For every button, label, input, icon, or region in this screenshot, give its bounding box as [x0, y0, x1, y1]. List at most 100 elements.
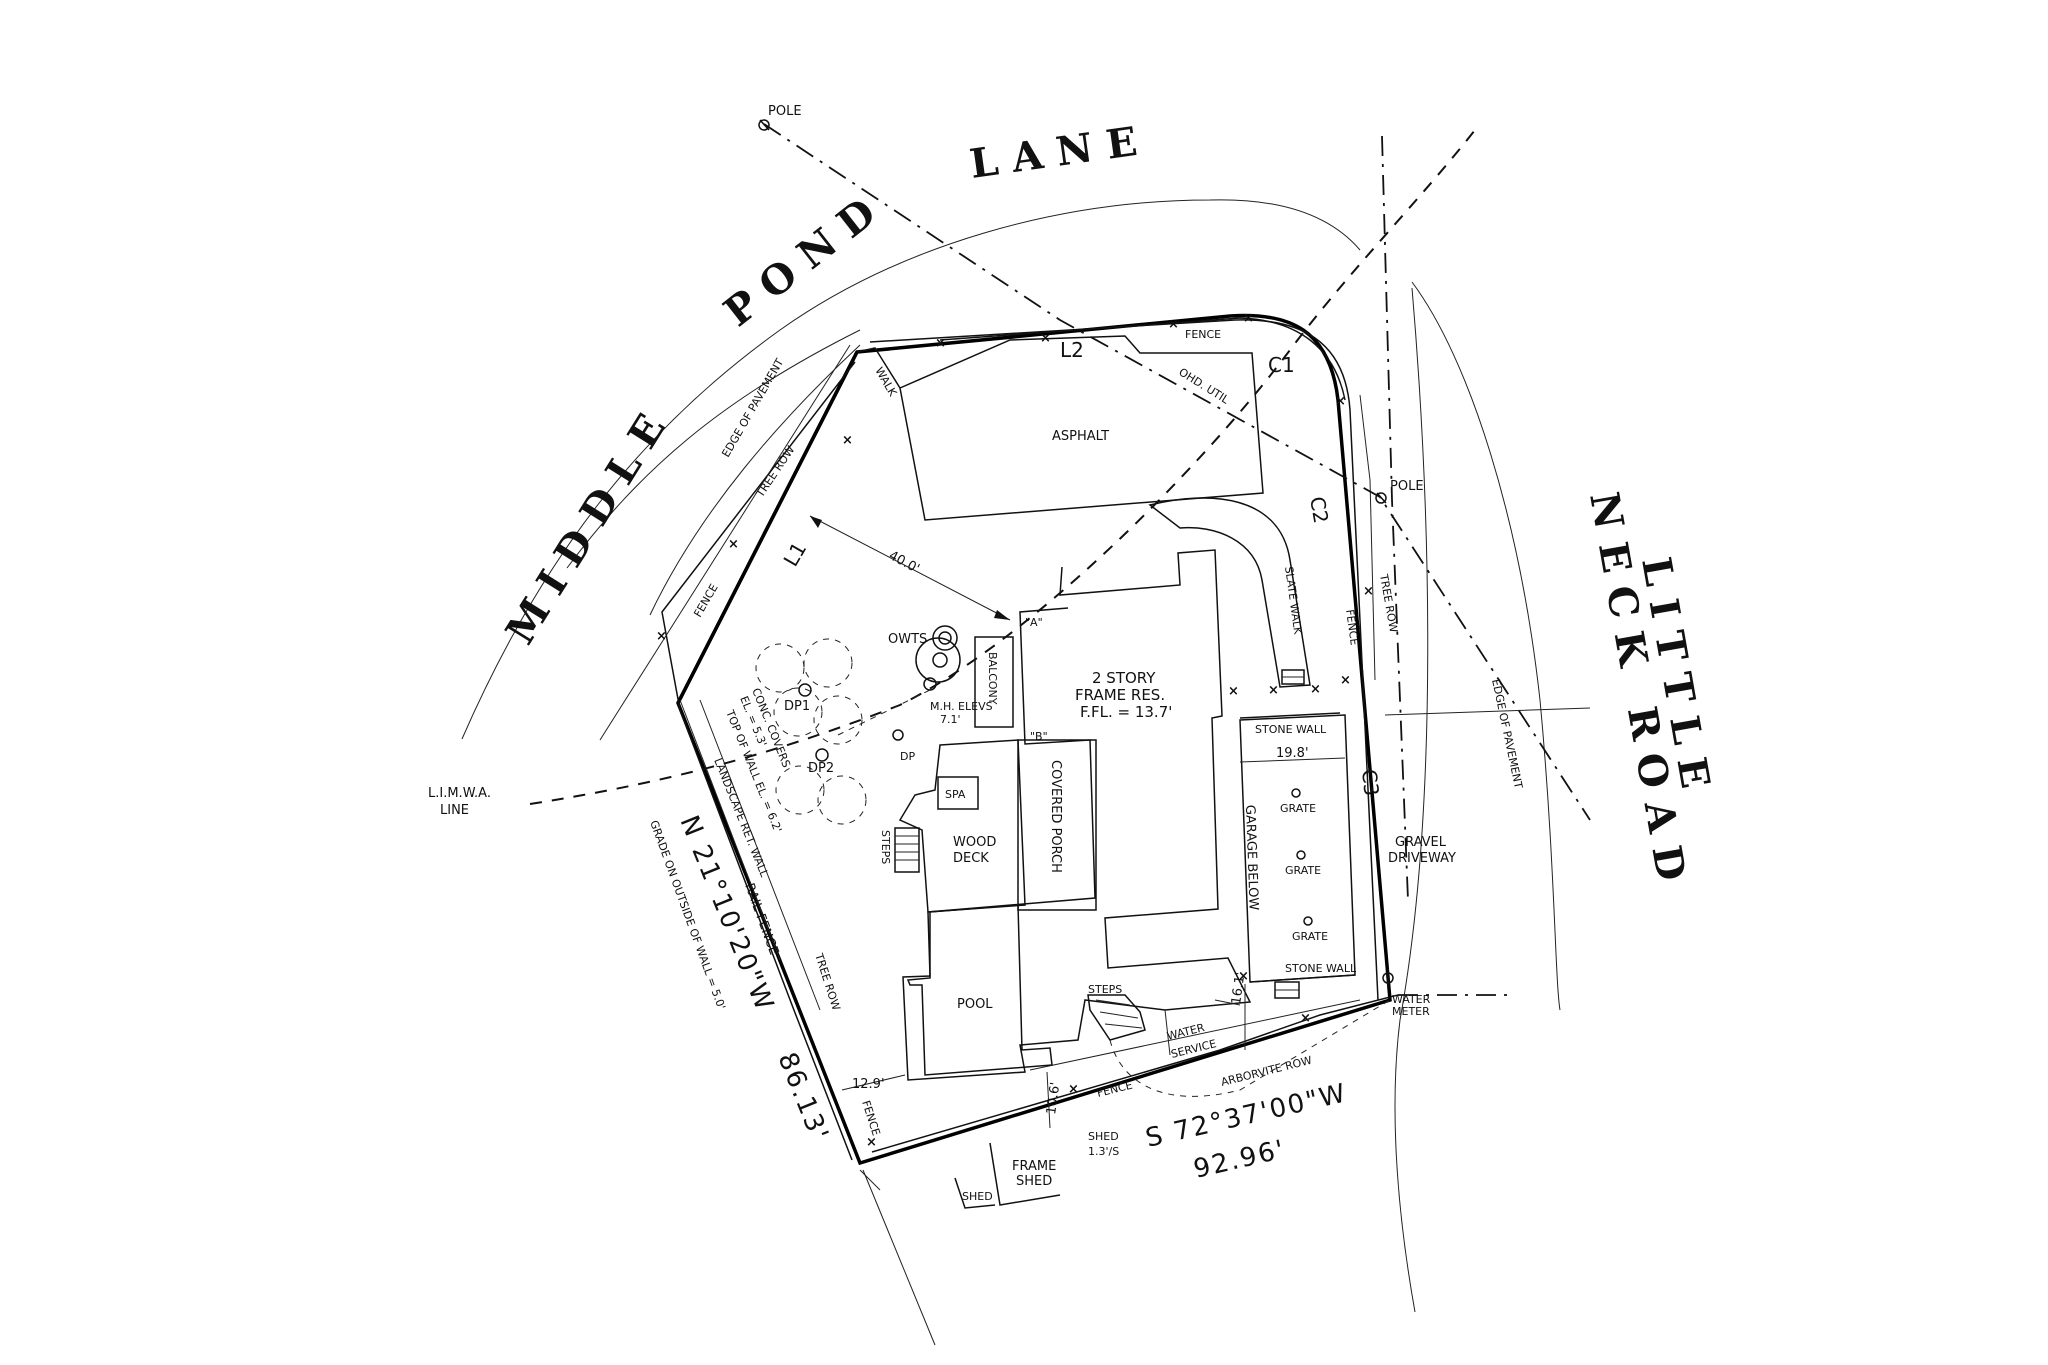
label-dp1: DP1 — [784, 699, 810, 714]
label-wood-deck-2: DECK — [953, 851, 989, 866]
label-deck-steps: STEPS — [879, 830, 892, 864]
label-frame-shed-1: FRAME — [1012, 1159, 1056, 1174]
label-balcony: BALCONY — [986, 652, 999, 705]
boundary-inner-offset — [869, 319, 1379, 1001]
middle-pond-lane-edge-pavement — [649, 344, 861, 616]
label-house-1: 2 STORY — [1092, 669, 1156, 687]
svg-text:×: × — [1238, 969, 1249, 984]
stone-wall-north — [1239, 712, 1341, 719]
label-limwa-2: LINE — [440, 803, 469, 818]
dim-12-9: 12.9' — [852, 1077, 885, 1092]
label-owts: OWTS — [888, 632, 927, 647]
label-frame-shed-2: SHED — [1016, 1174, 1052, 1189]
label-fence-south: FENCE — [1096, 1079, 1134, 1100]
water-meter-symbol — [1382, 969, 1394, 987]
course-l2: L2 — [1060, 338, 1084, 362]
frame-shed-outline — [989, 1142, 1061, 1206]
label-mh-2: 7.1' — [940, 713, 961, 726]
little-neck-road-east-edge — [1411, 281, 1561, 1011]
deck-steps — [894, 827, 920, 873]
garage-steps — [1274, 669, 1305, 999]
water-service-line — [1109, 999, 1391, 1097]
road-name-middle: MIDDLE — [497, 394, 683, 652]
asphalt-pad — [899, 335, 1264, 521]
walk-strip — [856, 347, 901, 389]
pool-outline — [906, 904, 1053, 1076]
label-tree-row-east: TREE ROW — [1377, 572, 1400, 633]
porch-steps — [1087, 994, 1146, 1041]
dim-setback-40: 40.0' — [886, 548, 922, 577]
slate-walk — [1148, 497, 1311, 688]
fence-south — [871, 994, 1399, 1153]
middle-pond-lane-edge-inner — [566, 329, 861, 569]
label-pool: POOL — [957, 997, 993, 1012]
fence-north — [939, 317, 1346, 401]
overhead-utility-line — [763, 123, 1591, 821]
svg-text:×: × — [1268, 683, 1279, 698]
svg-text:×: × — [1340, 673, 1351, 688]
label-asphalt: ASPHALT — [1052, 429, 1109, 444]
label-water-meter-1: WATER — [1392, 993, 1431, 1006]
boundary-l1 — [676, 351, 859, 704]
label-stone-wall-north: STONE WALL — [1255, 723, 1327, 736]
label-shed-offset-1: SHED — [1088, 1130, 1119, 1143]
grate-symbol-3 — [1303, 916, 1313, 926]
label-grate-2: GRATE — [1285, 864, 1321, 877]
grate-symbol-1 — [1291, 788, 1301, 798]
house-footprint — [902, 549, 1252, 1081]
grate-symbol-2 — [1296, 850, 1306, 860]
label-porch-steps: STEPS — [1088, 983, 1122, 996]
label-covered-porch: COVERED PORCH — [1048, 760, 1063, 873]
limwa-line — [529, 129, 1476, 805]
south-distance: 92.96' — [1191, 1135, 1289, 1185]
svg-text:×: × — [1228, 684, 1239, 699]
dim-19-8: 19.8' — [1276, 746, 1309, 761]
tree-canopies — [755, 638, 867, 825]
label-shed: SHED — [962, 1190, 993, 1203]
label-grate-3: GRATE — [1292, 930, 1328, 943]
svg-text:×: × — [866, 1135, 877, 1150]
stone-wall-south — [1249, 974, 1356, 983]
label-shed-offset-2: 1.3'/S — [1088, 1145, 1119, 1158]
label-stone-wall-south: STONE WALL — [1285, 962, 1357, 975]
svg-text:×: × — [1310, 682, 1321, 697]
label-water-service-1: WATER — [1166, 1021, 1207, 1043]
label-edge-of-pavement-west: EDGE OF PAVEMENT — [719, 356, 786, 459]
label-arborvite-row: ARBORVITE ROW — [1220, 1054, 1314, 1089]
label-garage-below: GARAGE BELOW — [1242, 805, 1261, 911]
shed-outline — [954, 1177, 996, 1209]
svg-text:×: × — [1300, 1011, 1311, 1026]
svg-text:×: × — [842, 433, 853, 448]
dimension-lines — [809, 515, 1346, 1129]
owts-symbols — [798, 625, 961, 762]
pole-east — [1375, 492, 1387, 504]
label-tree-row-south: TREE ROW — [812, 951, 843, 1012]
label-b-mark: "B" — [1030, 730, 1048, 743]
label-spa: SPA — [945, 788, 966, 801]
svg-text:×: × — [1363, 584, 1374, 599]
pole-north — [758, 119, 770, 131]
label-fence-sw: FENCE — [859, 1099, 883, 1137]
label-water-meter-2: METER — [1392, 1005, 1430, 1018]
dim-10-6: 10.6' — [1044, 1081, 1063, 1115]
label-slate-walk: SLATE WALK — [1282, 566, 1304, 636]
balcony-outline — [974, 636, 1014, 728]
svg-text:×: × — [728, 537, 739, 552]
label-limwa-1: L.I.M.W.A. — [428, 786, 491, 801]
west-lower-edge — [862, 1169, 936, 1346]
course-l1: L1 — [779, 538, 812, 571]
svg-text:×: × — [1068, 1082, 1079, 1097]
west-distance: 86.13' — [772, 1048, 835, 1146]
dim-16-1: 16.1' — [1229, 971, 1248, 1005]
road-name-lane: LANE — [967, 116, 1154, 188]
label-tree-row-west: TREE ROW — [753, 443, 797, 500]
dim-line-south-road — [1029, 707, 1591, 1071]
label-a-mark: "A" — [1025, 616, 1043, 629]
utility-line-east — [1381, 135, 1409, 901]
label-pole-east: POLE — [1390, 479, 1424, 494]
middle-pond-lane-edge-outer — [461, 199, 1361, 740]
label-edge-of-pavement-east: EDGE OF PAVEMENT — [1489, 678, 1525, 790]
svg-text:×: × — [1168, 317, 1179, 332]
label-dp2: DP2 — [808, 761, 834, 776]
